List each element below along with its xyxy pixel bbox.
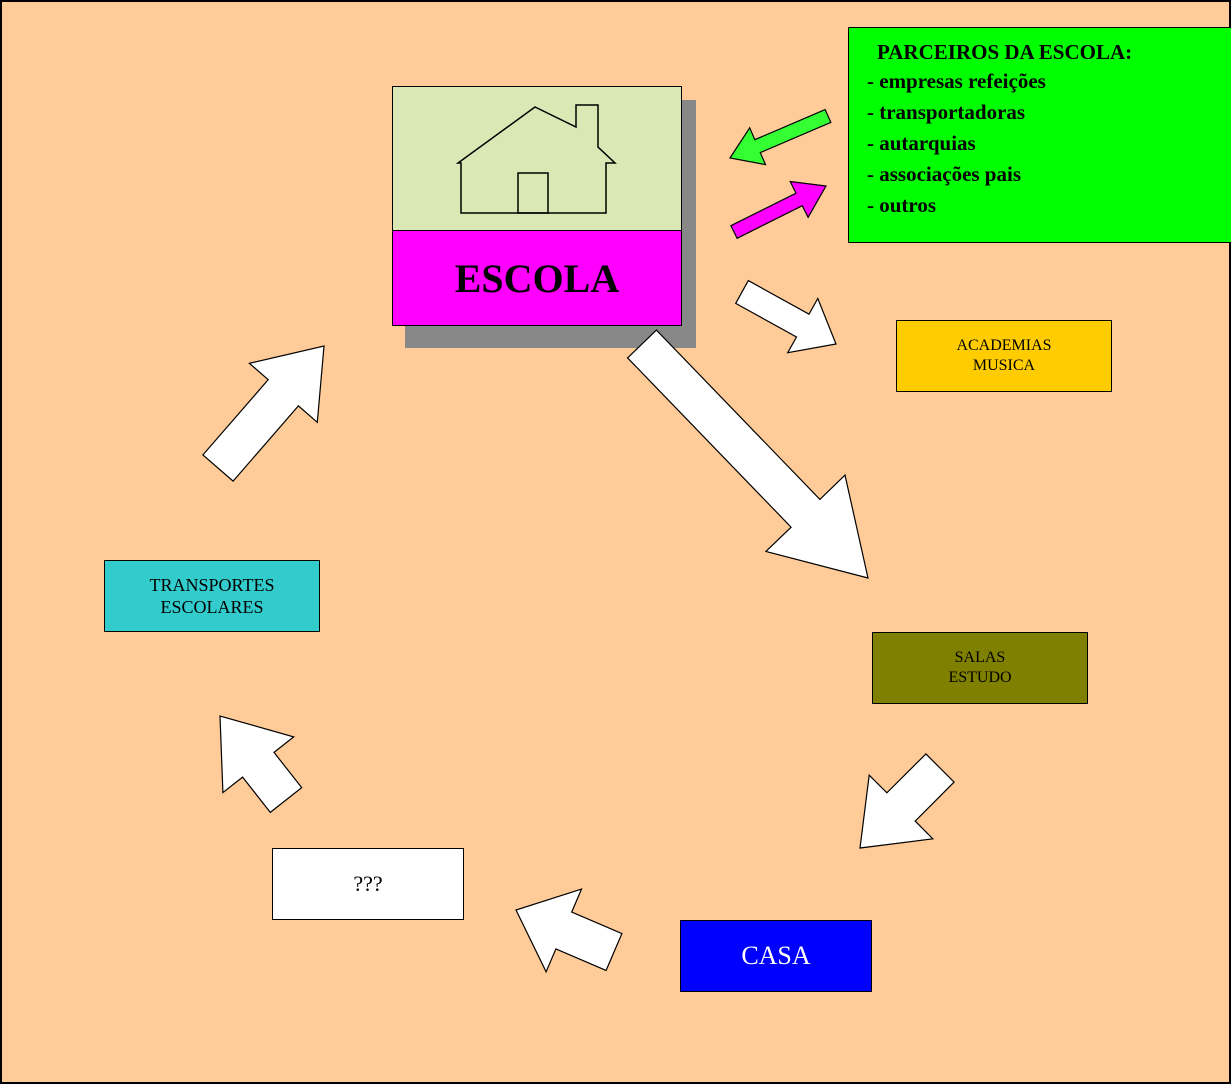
house-outline bbox=[455, 104, 617, 214]
escola-house-panel bbox=[392, 86, 682, 232]
node-unknown: ??? bbox=[272, 848, 464, 920]
partner-item: - associações pais bbox=[867, 162, 1021, 186]
partners-title: PARCEIROS DA ESCOLA: bbox=[877, 40, 1133, 64]
partners-box: PARCEIROS DA ESCOLA: - empresas refeiçõe… bbox=[848, 27, 1231, 243]
node-transportes-line2: ESCOLARES bbox=[160, 597, 264, 617]
node-academias: ACADEMIAS MUSICA bbox=[896, 320, 1112, 392]
arrow-escola-to-salas bbox=[626, 329, 869, 579]
node-academias-line2: MUSICA bbox=[972, 357, 1036, 374]
node-salas-estudo: SALAS ESTUDO bbox=[872, 632, 1088, 704]
arrow-unknown-to-transportes bbox=[219, 715, 303, 814]
node-salas-line1: SALAS bbox=[954, 649, 1006, 666]
node-casa-label: CASA bbox=[741, 940, 811, 970]
arrow-casa-to-unknown bbox=[515, 888, 623, 974]
escola-label: ESCOLA bbox=[392, 230, 682, 326]
node-transportes: TRANSPORTES ESCOLARES bbox=[104, 560, 320, 632]
partner-item: - autarquias bbox=[867, 131, 976, 155]
node-casa: CASA bbox=[680, 920, 872, 992]
partner-item: - transportadoras bbox=[867, 100, 1026, 124]
arrow-salas-to-casa bbox=[859, 753, 955, 849]
house-door bbox=[517, 172, 549, 214]
node-academias-line1: ACADEMIAS bbox=[956, 337, 1052, 354]
arrow-partners-to-escola bbox=[729, 108, 832, 166]
house-icon bbox=[455, 104, 617, 214]
arrow-escola-to-academias bbox=[734, 279, 837, 354]
partner-item: - empresas refeições bbox=[867, 69, 1046, 93]
node-unknown-label: ??? bbox=[353, 871, 383, 897]
arrow-transportes-to-escola bbox=[202, 345, 325, 482]
node-salas-line2: ESTUDO bbox=[948, 669, 1012, 686]
partner-item: - outros bbox=[867, 193, 937, 217]
node-transportes-line1: TRANSPORTES bbox=[149, 574, 275, 595]
arrow-escola-to-partners bbox=[730, 180, 827, 240]
